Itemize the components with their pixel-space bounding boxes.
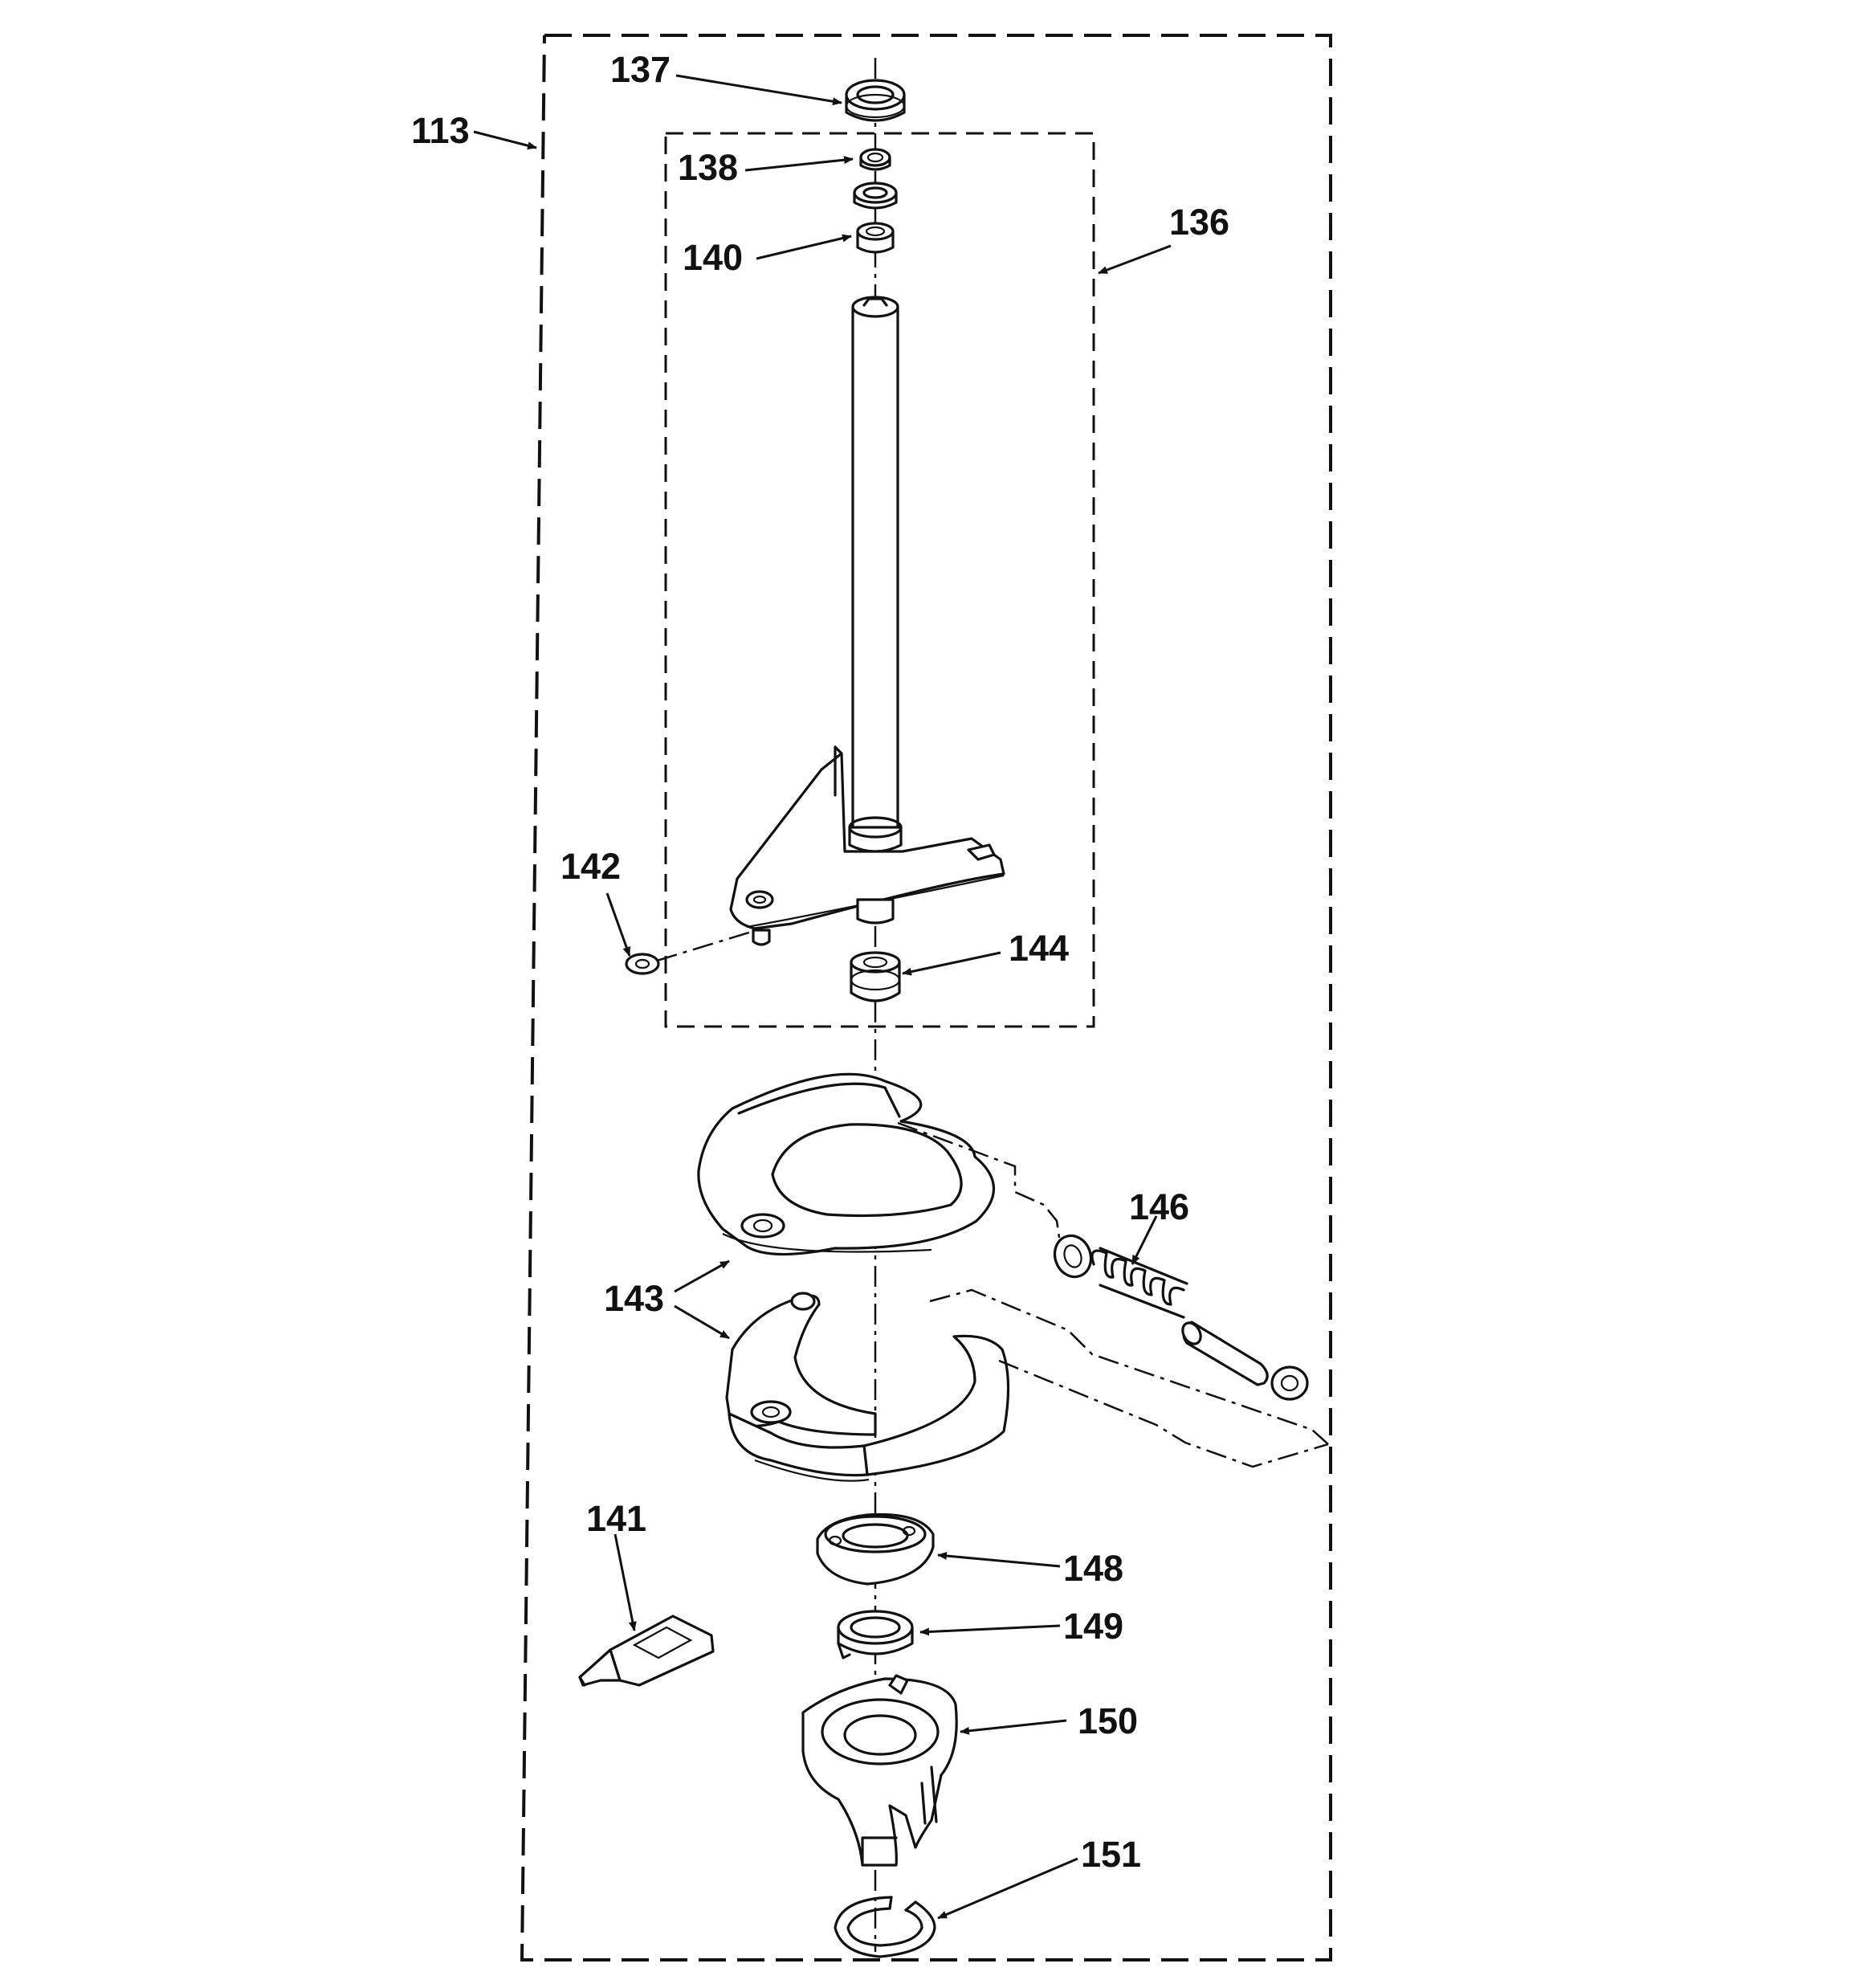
- leader-lines: [473, 74, 1172, 1920]
- part-148-flange: [816, 1512, 935, 1586]
- part-142-clip: [625, 930, 752, 975]
- callout-149: 149: [1063, 1606, 1123, 1647]
- part-146-spring: [1053, 1234, 1309, 1401]
- callout-141: 141: [586, 1498, 646, 1539]
- callout-144: 144: [1009, 928, 1069, 969]
- part-137-seal: [845, 79, 906, 122]
- part-140-bushing: [856, 222, 895, 254]
- callout-113: 113: [411, 110, 470, 151]
- part-143-brake-shoe-lower: [725, 1292, 1010, 1482]
- part-151-retaining-ring: [834, 1896, 936, 1958]
- assembly-113-boundary: [520, 34, 1332, 1961]
- callout-151: 151: [1081, 1834, 1141, 1875]
- callout-146: 146: [1129, 1186, 1189, 1227]
- part-150-actuator: [801, 1674, 958, 1867]
- subassembly-136-boundary: [664, 132, 1095, 1028]
- callout-150: 150: [1078, 1700, 1138, 1741]
- callout-137: 137: [610, 49, 671, 90]
- part-138-washer: [859, 148, 891, 171]
- callout-142: 142: [561, 846, 621, 887]
- part-149-ring: [837, 1610, 914, 1659]
- spring-guide-lines: [897, 1121, 1329, 1468]
- bearing-part: [853, 182, 898, 210]
- callout-140: 140: [683, 237, 743, 278]
- part-144-seal: [850, 951, 901, 1002]
- callout-136: 136: [1169, 202, 1229, 243]
- callout-148: 148: [1063, 1548, 1123, 1589]
- callout-labels: 113 137 138 136 140 142 144 146 143 141 …: [411, 49, 1229, 1875]
- part-141-grease-tube: [578, 1614, 715, 1687]
- callout-138: 138: [678, 147, 738, 188]
- callout-143: 143: [604, 1278, 664, 1319]
- part-143-brake-shoe-upper: [697, 1072, 996, 1256]
- part-136-shaft-bracket: [729, 296, 1005, 946]
